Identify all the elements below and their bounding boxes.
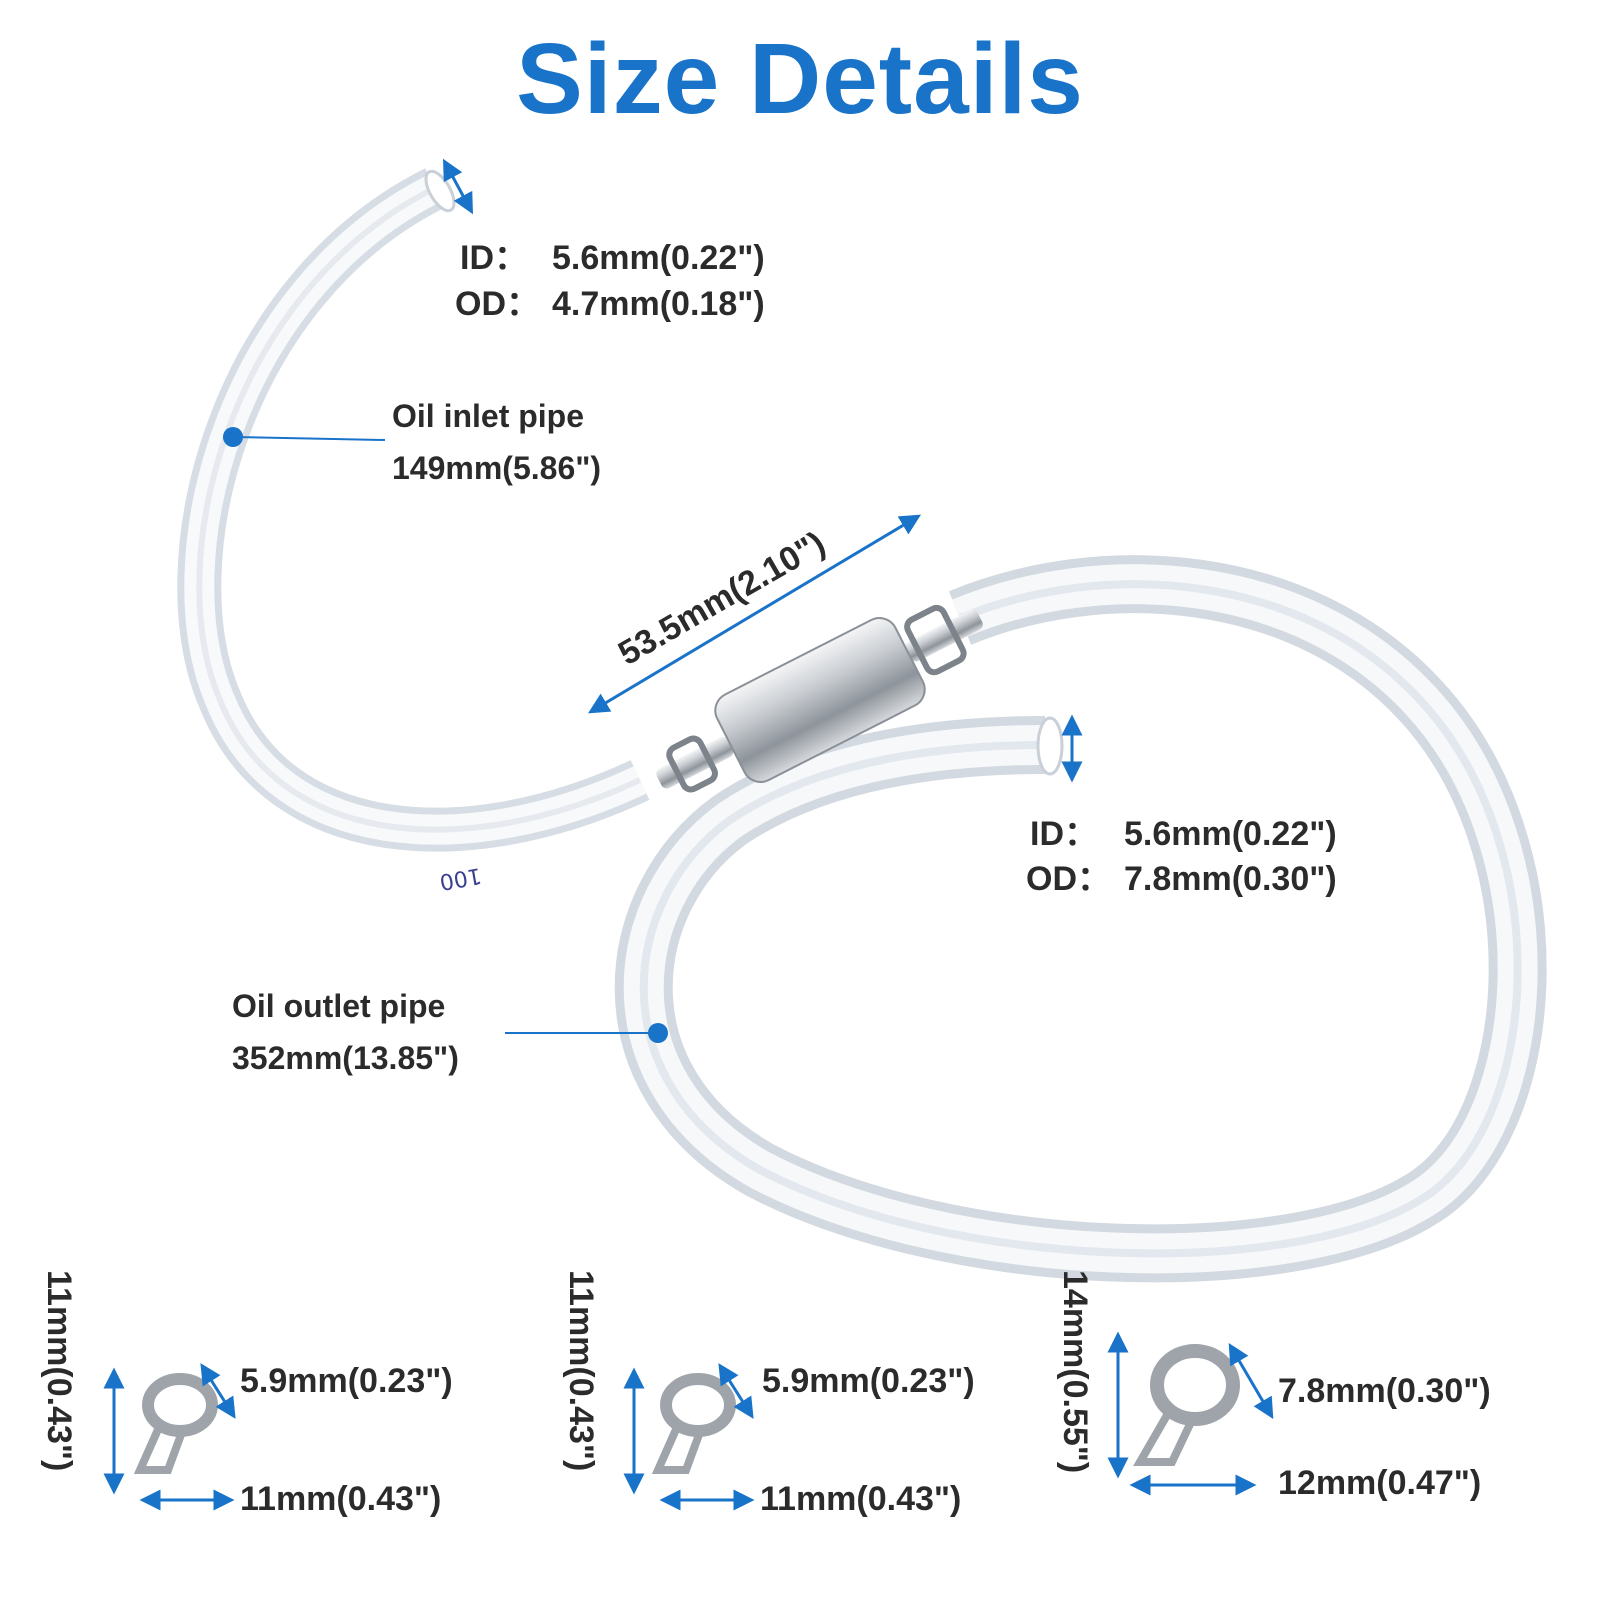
outlet-id-label: ID： [1030,815,1098,853]
clamp-2-height: 11mm(0.43") [562,1270,600,1472]
outlet-id-row: ID： 5.6mm(0.22") [1030,806,1337,855]
inlet-od-label: OD： [455,285,540,323]
inlet-diameter-arrow [443,158,473,215]
inlet-id-label: ID： [460,239,528,277]
clamp-3-width: 12mm(0.47") [1278,1464,1482,1502]
clamp-1-inner: 5.9mm(0.23") [240,1362,453,1400]
outlet-callout [505,1023,668,1043]
outlet-od-value: 7.8mm(0.30") [1124,860,1337,898]
outlet-pipe-length: 352mm(13.85") [232,1040,459,1076]
outlet-od-row: OD： 7.8mm(0.30") [1026,851,1337,900]
inlet-id-row: ID： 5.6mm(0.22") [460,230,765,279]
clamp-2-inner: 5.9mm(0.23") [762,1362,975,1400]
tube-print: 100 [438,862,484,894]
clamp-large [1107,1331,1274,1496]
oil-outlet-tube [614,555,1547,1283]
inlet-id-value: 5.6mm(0.22") [552,239,765,277]
clamp-1-width: 11mm(0.43") [240,1480,442,1518]
clamp-3-height: 14mm(0.55") [1056,1270,1094,1474]
outlet-pipe-name: Oil outlet pipe [232,988,446,1024]
inlet-od-value: 4.7mm(0.18") [552,285,765,323]
page-title: Size Details [516,23,1084,135]
clamp-small-2 [623,1363,755,1511]
outlet-od-label: OD： [1026,860,1111,898]
clamp-1-height: 11mm(0.43") [40,1270,78,1472]
clamp-small-1 [103,1363,236,1511]
clamp-2-width: 11mm(0.43") [760,1480,962,1518]
clamp-3-inner: 7.8mm(0.30") [1278,1372,1491,1410]
inlet-callout [223,427,386,447]
filter-length-arrow [587,514,922,714]
inlet-pipe-length: 149mm(5.86") [392,450,602,486]
outlet-id-value: 5.6mm(0.22") [1124,815,1337,853]
inlet-od-row: OD： 4.7mm(0.18") [455,276,765,325]
inlet-pipe-name: Oil inlet pipe [392,398,585,434]
